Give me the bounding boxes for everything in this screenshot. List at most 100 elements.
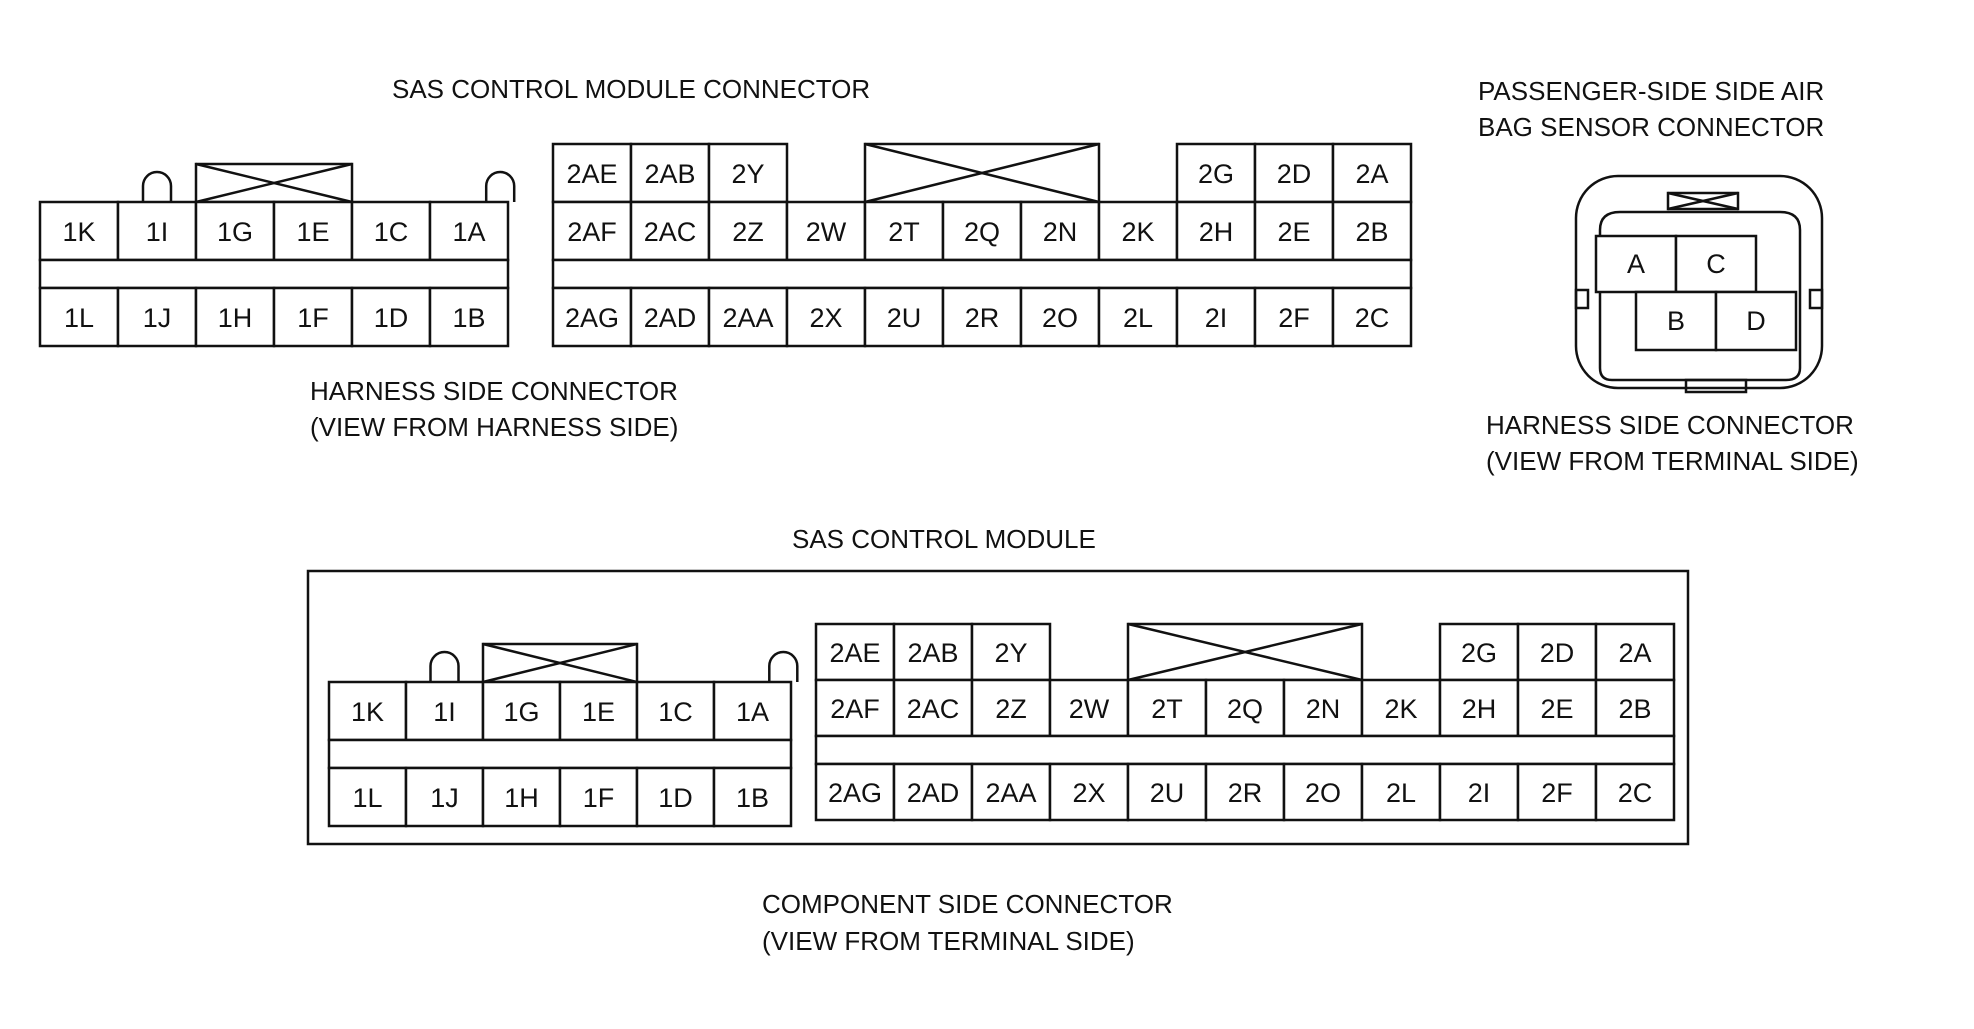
- terminal-cell: [892, 622, 974, 682]
- terminal-cell: [629, 142, 711, 204]
- terminal-label: 2AB: [644, 159, 695, 189]
- terminal-label: 1D: [374, 303, 409, 333]
- sensor-pin-cell: [1674, 234, 1758, 294]
- terminal-label: 1J: [430, 783, 459, 813]
- terminal-label: 2U: [887, 303, 922, 333]
- terminal-label: 2Z: [995, 694, 1027, 724]
- terminal-cell: [941, 286, 1023, 348]
- sas-connector-title: SAS CONTROL MODULE CONNECTOR: [392, 74, 870, 104]
- terminal-label: 2Y: [994, 638, 1027, 668]
- terminal-label: 2K: [1121, 217, 1154, 247]
- sensor-pin-label: A: [1627, 249, 1645, 279]
- sensor-inner-shell: [1598, 210, 1802, 382]
- sensor-outer-shell: [1574, 174, 1824, 390]
- terminal-cell: [629, 286, 711, 348]
- terminal-cell: [1594, 678, 1676, 738]
- terminal-label: 2AF: [567, 217, 617, 247]
- terminal-cell: [116, 286, 198, 348]
- latch-bump: [141, 170, 173, 202]
- terminal-cell: [38, 200, 120, 262]
- sas-module-frame: [306, 569, 1690, 846]
- terminal-label: 1B: [736, 783, 769, 813]
- terminal-label: 2A: [1355, 159, 1388, 189]
- terminal-cell: [785, 286, 867, 348]
- terminal-cell: [635, 766, 716, 828]
- terminal-label: 2AE: [829, 638, 880, 668]
- terminal-label: 2AF: [830, 694, 880, 724]
- terminal-label: 2H: [1462, 694, 1497, 724]
- terminal-label: 1H: [218, 303, 253, 333]
- terminal-label: 2K: [1384, 694, 1417, 724]
- terminal-label: 1C: [658, 697, 693, 727]
- terminal-label: 2U: [1150, 778, 1185, 808]
- terminal-cell: [629, 200, 711, 262]
- terminal-label: 1G: [503, 697, 539, 727]
- terminal-label: 2A: [1618, 638, 1651, 668]
- latch-bump: [484, 170, 516, 202]
- terminal-label: 2R: [1228, 778, 1263, 808]
- connector-divider: [38, 258, 510, 290]
- terminal-label: 1J: [143, 303, 172, 333]
- terminal-label: 1L: [64, 303, 94, 333]
- terminal-cell: [272, 286, 354, 348]
- terminal-label: 1E: [296, 217, 329, 247]
- terminal-label: 2AC: [644, 217, 697, 247]
- connector-divider: [551, 258, 1413, 290]
- terminal-cell: [1126, 762, 1208, 822]
- terminal-label: 1E: [582, 697, 615, 727]
- terminal-cell: [1253, 286, 1335, 348]
- terminal-cell: [970, 622, 1052, 682]
- terminal-label: 1I: [146, 217, 169, 247]
- terminal-cell: [1331, 286, 1413, 348]
- passenger-caption-line1: HARNESS SIDE CONNECTOR: [1486, 410, 1854, 440]
- terminal-label: 2O: [1042, 303, 1078, 333]
- terminal-cell: [970, 678, 1052, 738]
- terminal-cell: [712, 680, 793, 742]
- terminal-cell: [1360, 678, 1442, 738]
- terminal-cell: [558, 680, 639, 742]
- terminal-label: 2AC: [907, 694, 960, 724]
- terminal-label: 2L: [1123, 303, 1153, 333]
- latch-bump: [429, 650, 460, 682]
- terminal-label: 2G: [1198, 159, 1234, 189]
- terminal-label: 2N: [1043, 217, 1078, 247]
- terminal-cell: [1253, 142, 1335, 204]
- terminal-cell: [707, 286, 789, 348]
- sas-module-title: SAS CONTROL MODULE: [792, 524, 1096, 554]
- terminal-cell: [863, 200, 945, 262]
- terminal-label: 1D: [658, 783, 693, 813]
- terminal-cell: [327, 680, 408, 742]
- terminal-label: 2R: [965, 303, 1000, 333]
- terminal-cell: [1438, 762, 1520, 822]
- terminal-cell: [1019, 200, 1101, 262]
- sensor-pin-cell: [1714, 290, 1798, 352]
- terminal-cell: [1175, 286, 1257, 348]
- lock-cross: [482, 642, 638, 684]
- harness-caption-line2: (VIEW FROM HARNESS SIDE): [310, 412, 678, 442]
- terminal-label: 2Y: [731, 159, 764, 189]
- terminal-label: 2W: [1069, 694, 1110, 724]
- terminal-label: 2I: [1468, 778, 1491, 808]
- terminal-cell: [1097, 286, 1179, 348]
- terminal-label: 2E: [1540, 694, 1573, 724]
- terminal-label: 1F: [583, 783, 615, 813]
- terminal-label: 1F: [297, 303, 329, 333]
- terminal-cell: [38, 286, 120, 348]
- component-caption-line2: (VIEW FROM TERMINAL SIDE): [762, 926, 1135, 956]
- terminal-label: 2AD: [907, 778, 960, 808]
- terminal-label: 1K: [62, 217, 95, 247]
- terminal-label: 2B: [1355, 217, 1388, 247]
- sensor-bottom-key: [1684, 378, 1748, 394]
- terminal-label: 2G: [1461, 638, 1497, 668]
- terminal-label: 1H: [504, 783, 539, 813]
- terminal-label: 2O: [1305, 778, 1341, 808]
- sensor-pin-cell: [1634, 290, 1718, 352]
- terminal-cell: [892, 678, 974, 738]
- terminal-label: 2N: [1306, 694, 1341, 724]
- terminal-label: 2H: [1199, 217, 1234, 247]
- terminal-label: 2D: [1540, 638, 1575, 668]
